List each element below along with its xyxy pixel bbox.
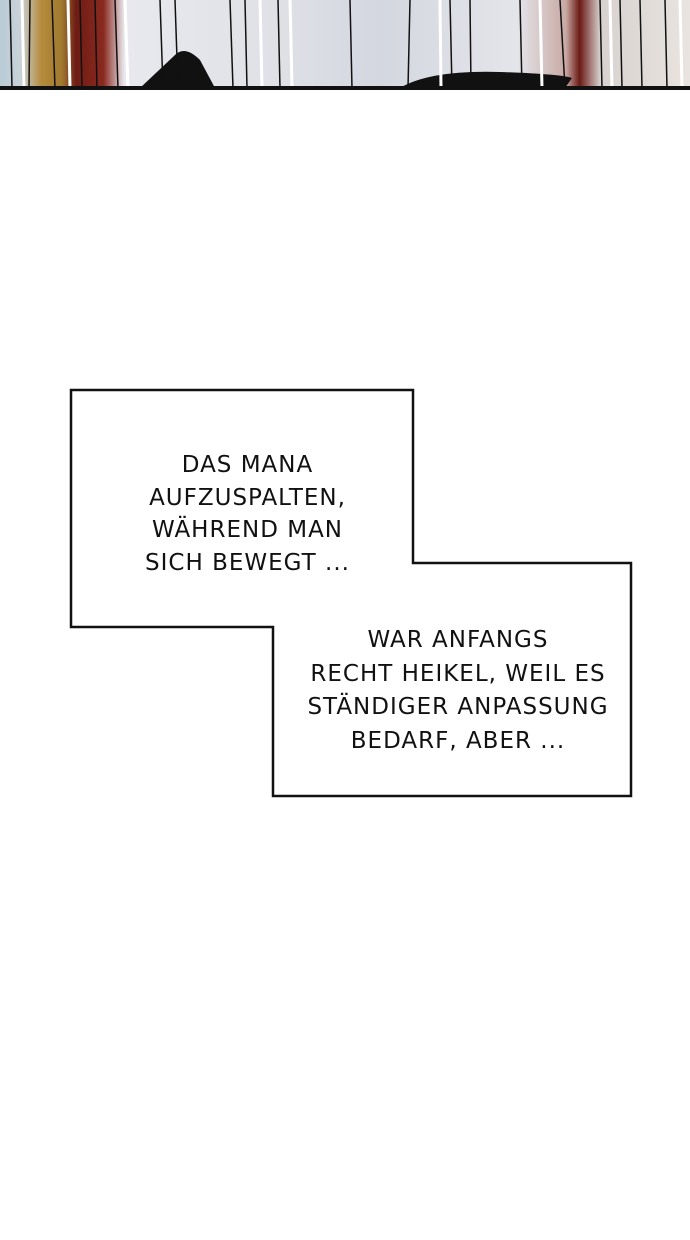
dark-shape xyxy=(400,71,572,88)
speed-lines-art xyxy=(9,0,684,88)
white-speed-lines xyxy=(20,0,684,88)
caption-2: WAR ANFANGS RECHT HEIKEL, WEIL ES STÄNDI… xyxy=(282,624,634,758)
comic-panel-art xyxy=(0,0,690,88)
panel-border xyxy=(0,86,690,90)
caption-box-outline xyxy=(69,388,633,798)
caption-line: AUFZUSPALTEN, xyxy=(149,484,346,511)
caption-line: BEDARF, ABER ... xyxy=(350,727,566,754)
caption-line: DAS MANA xyxy=(181,452,314,478)
caption-line: RECHT HEIKEL, WEIL ES xyxy=(310,660,606,687)
caption-line: WÄHREND MAN xyxy=(151,517,344,543)
speed-lines xyxy=(9,0,668,88)
caption-line: STÄNDIGER ANPASSUNG xyxy=(307,694,609,720)
caption-line: WAR ANFANGS xyxy=(367,627,549,653)
caption-line: SICH BEWEGT ... xyxy=(145,549,350,576)
caption-1: DAS MANA AUFZUSPALTEN, WÄHREND MAN SICH … xyxy=(90,449,405,579)
